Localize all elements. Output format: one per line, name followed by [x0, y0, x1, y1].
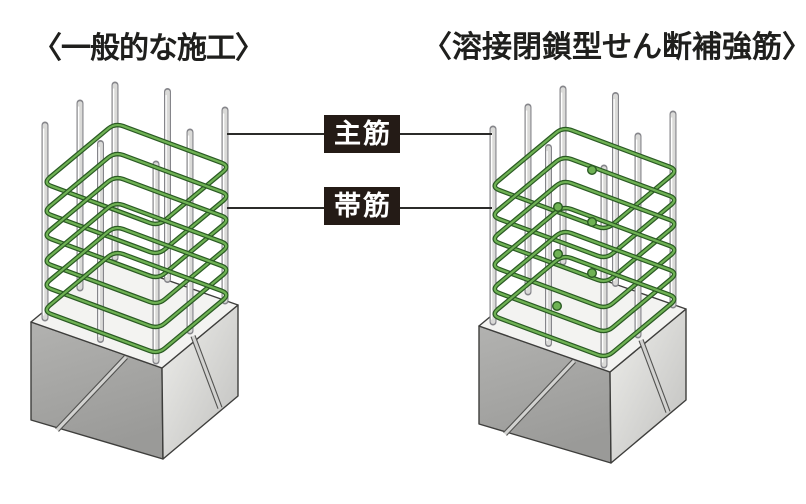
weld-joint-dot [553, 201, 564, 212]
callout-leader-lines [227, 133, 492, 209]
hoop-bar-label: 帯筋 [334, 190, 392, 221]
weld-joint-dot [553, 248, 564, 259]
weld-joint-dot [587, 268, 598, 279]
main-bar-label-box: 主筋 [324, 115, 400, 153]
rebar-cage-general [41, 81, 229, 365]
hoop-bar-label-box: 帯筋 [324, 187, 400, 225]
rebar-cage-welded [489, 85, 677, 369]
main-bar-label: 主筋 [334, 118, 392, 149]
weld-joint-dot [587, 164, 598, 175]
weld-joint-dot [587, 216, 598, 227]
weld-joint-dot [552, 301, 563, 312]
title-general-construction: 〈一般的な施工〉 [32, 32, 265, 65]
title-welded-closed-hoop: 〈溶接閉鎖型せん断補強筋〉 [422, 31, 806, 64]
